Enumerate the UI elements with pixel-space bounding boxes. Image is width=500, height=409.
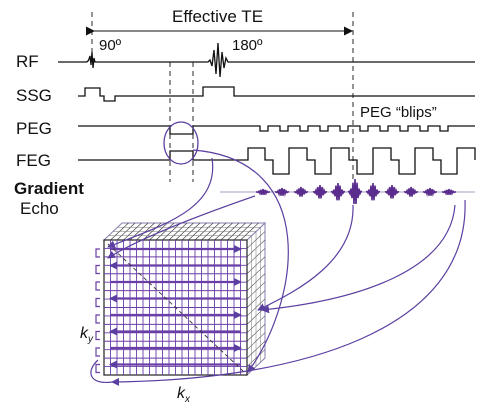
kspace-cube bbox=[95, 221, 267, 377]
echo-peak bbox=[280, 190, 284, 194]
echo-signal bbox=[293, 186, 309, 197]
echo-peak bbox=[318, 190, 322, 194]
kspace-step-bracket bbox=[95, 363, 100, 374]
echo-signal bbox=[255, 188, 271, 196]
peg-trace bbox=[78, 125, 475, 135]
feg-trace bbox=[78, 147, 476, 175]
kspace-step-bracket bbox=[95, 281, 100, 291]
kx-label: kx bbox=[177, 385, 191, 405]
kspace-step-bracket bbox=[95, 330, 100, 341]
kspace-diagonal bbox=[107, 243, 244, 372]
echo-mapping-arrow bbox=[90, 359, 113, 384]
ky-label: ky bbox=[80, 325, 94, 345]
echo-peak bbox=[428, 190, 432, 194]
prephaser-highlight bbox=[163, 121, 199, 165]
kspace-step-bracket bbox=[95, 347, 100, 357]
rf-trace bbox=[58, 42, 475, 78]
kspace-step-bracket bbox=[95, 248, 100, 258]
pulse-90-label: 90º bbox=[99, 37, 122, 54]
echo-signal bbox=[274, 187, 290, 197]
gradient-label: Gradient bbox=[14, 179, 84, 198]
echo-peak bbox=[261, 190, 265, 194]
echo-peak bbox=[370, 189, 376, 195]
echo-peak bbox=[299, 190, 303, 194]
kspace-step-bracket bbox=[95, 314, 100, 324]
pulse-180-label: 180º bbox=[232, 37, 263, 54]
echo-signal bbox=[365, 182, 381, 201]
echo-mapping-arrow bbox=[257, 204, 354, 311]
rf-label: RF bbox=[16, 52, 39, 71]
echo-train bbox=[255, 178, 457, 205]
feg-label: FEG bbox=[16, 151, 51, 170]
echo-peak bbox=[390, 190, 394, 194]
echo-peak bbox=[447, 190, 451, 194]
echo-mapping-arrow bbox=[192, 149, 289, 373]
echo-signal bbox=[347, 178, 363, 205]
echo-mapping-arrow bbox=[261, 204, 456, 314]
echo-peak bbox=[335, 189, 341, 195]
echo-signal bbox=[422, 187, 438, 197]
kspace-step-bracket bbox=[95, 297, 100, 308]
echo-mapping-arrow bbox=[111, 199, 466, 386]
kspace-step-bracket bbox=[95, 264, 100, 275]
echo-signal bbox=[403, 186, 419, 197]
ssg-label: SSG bbox=[16, 86, 52, 105]
echo-signal bbox=[330, 182, 346, 201]
echo-mapping-arrow bbox=[107, 157, 214, 249]
ssg-trace bbox=[78, 86, 475, 102]
echo-mapping-arrow bbox=[107, 195, 256, 259]
echo-to-kspace-arrows bbox=[90, 149, 466, 386]
echo-peak bbox=[351, 188, 359, 196]
echo-signal bbox=[312, 184, 328, 199]
peg-blips-label: PEG “blips” bbox=[360, 104, 437, 121]
peg-label: PEG bbox=[16, 119, 52, 138]
echo-signal bbox=[441, 188, 457, 196]
time-markers bbox=[91, 12, 354, 200]
effective-te-label: Effective TE bbox=[172, 7, 263, 26]
echo-signal bbox=[384, 184, 400, 199]
echo-label: Echo bbox=[20, 199, 59, 218]
echo-peak bbox=[409, 190, 413, 194]
